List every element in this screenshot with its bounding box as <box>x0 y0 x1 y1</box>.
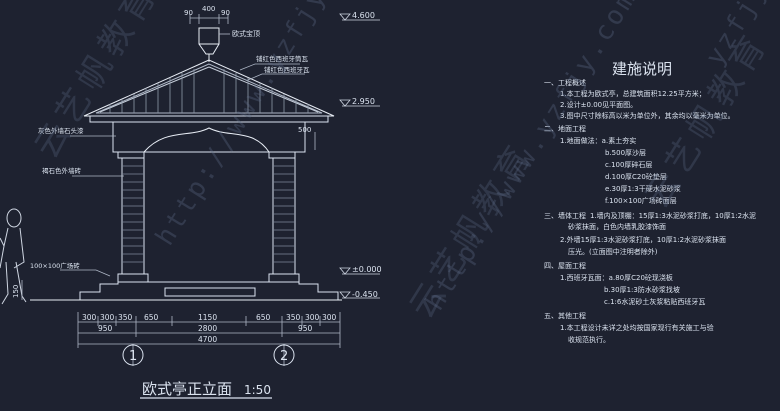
dim-r2-1: 2800 <box>198 324 217 333</box>
notes-s4-i1: 1.西班牙瓦面：a.80厚C20砼现浇板 <box>560 273 673 282</box>
label-beam: 灰色外墙石头漆 <box>38 126 84 135</box>
notes-s2-i3: c.100厚碎石层 <box>605 160 652 169</box>
notes-s1-i1: 1.本工程为欧式亭，总建筑面积12.25平方米； <box>560 89 706 98</box>
label-column: 褐石色外墙砖 <box>42 166 82 175</box>
dim-r1-5: 650 <box>256 313 271 322</box>
axis-1: 1 <box>129 349 137 364</box>
label-tile2: 铺红色西班牙瓦 <box>264 65 310 74</box>
elevation-base: -0.450 <box>352 290 378 299</box>
axis-2: 2 <box>280 349 288 364</box>
side-dim-low: 150 <box>12 285 20 298</box>
drawing-scale: 1:50 <box>244 383 271 397</box>
notes-s2-i2: b.500厚沙层 <box>605 149 646 157</box>
base-steps <box>30 273 342 301</box>
notes-s3-i4: 压光。(立面图中注明者除外) <box>568 247 658 256</box>
notes-s5-i2: 收规范执行。 <box>568 335 610 344</box>
notes-s4-i3: c.1:6水泥砂土灰浆粘贴西班牙瓦 <box>604 297 705 306</box>
dim-r1-1: 300 <box>100 313 115 322</box>
dim-r1-7: 300 <box>305 313 320 322</box>
elevation-markers <box>339 13 380 299</box>
top-dim-left: 90 <box>184 9 193 17</box>
leader-lines <box>60 33 305 277</box>
dim-r1-0: 300 <box>82 313 97 322</box>
human-figure <box>0 208 27 305</box>
notes-s1-i3: 3.图中尺寸除标高以米为单位外，其余均以毫米为单位。 <box>560 111 735 120</box>
dim-r2-0: 950 <box>98 324 113 333</box>
notes-s1-title: 一、工程概述 <box>544 78 586 87</box>
notes-s2-title: 二、地面工程 <box>544 124 586 133</box>
notes-s2-i4: d.100厚C20砼垫层 <box>605 172 667 181</box>
label-finial: 欧式宝顶 <box>232 29 260 38</box>
notes-s2-i5: e.30厚1:3干硬水泥砂浆 <box>605 184 681 193</box>
dim-total: 4700 <box>198 335 217 344</box>
notes-s4-i2: b.30厚1:3防水砂浆找坡 <box>604 285 680 294</box>
side-dim-mid: 500 <box>298 126 311 134</box>
elevation-eave: 2.950 <box>352 97 375 106</box>
notes-s3-i2: 砂浆抹面，白色内墙乳胶漆饰面 <box>568 222 666 231</box>
top-dim-center: 400 <box>202 5 215 13</box>
notes-s1-i2: 2.设计±0.00见平面图。 <box>560 100 637 109</box>
beam <box>112 121 306 159</box>
notes-s3-i3: 2.外墙15厚1:3水泥砂浆打底，10厚1:2水泥砂浆抹面 <box>560 235 726 244</box>
finial <box>198 27 220 62</box>
dim-r1-3: 650 <box>144 313 159 322</box>
notes-s4-title: 四、屋面工程 <box>544 261 586 270</box>
bottom-dimensions <box>77 312 341 366</box>
notes-s2-i6: f.100×100广场砖面层 <box>605 196 677 205</box>
notes-s3-i1: 1.墙内及顶棚：15厚1:3水泥砂浆打底，10厚1:2水泥 <box>590 211 756 220</box>
label-floor: 100×100广场砖 <box>30 261 80 270</box>
dim-r2-2: 950 <box>298 324 313 333</box>
notes-s3-title: 三、墙体工程 <box>544 211 586 220</box>
dim-r1-8: 300 <box>322 313 337 322</box>
notes-s5-title: 五、其他工程 <box>544 311 586 320</box>
notes-s2-i1: 1.地面做法：a.素土夯实 <box>560 136 636 145</box>
notes-s5-i1: 1.本工程设计未详之处均按国家现行有关施工与验 <box>560 323 714 332</box>
notes-heading: 建施说明 <box>612 60 672 78</box>
drawing-title: 欧式亭正立面 <box>142 380 232 398</box>
dim-r1-2: 350 <box>118 313 133 322</box>
dim-r1-4: 1150 <box>198 313 217 322</box>
elevation-ground: ±0.000 <box>352 265 382 274</box>
axis-markers <box>122 344 295 366</box>
pavilion-elevation <box>30 27 342 301</box>
side-dimensions <box>21 132 316 300</box>
label-tile1: 铺红色西班牙筒瓦 <box>256 54 309 63</box>
dim-r1-6: 350 <box>286 313 301 322</box>
top-dimensions <box>189 14 229 24</box>
elevation-top: 4.600 <box>352 11 375 20</box>
top-dim-right: 90 <box>221 9 230 17</box>
roof <box>83 59 335 123</box>
